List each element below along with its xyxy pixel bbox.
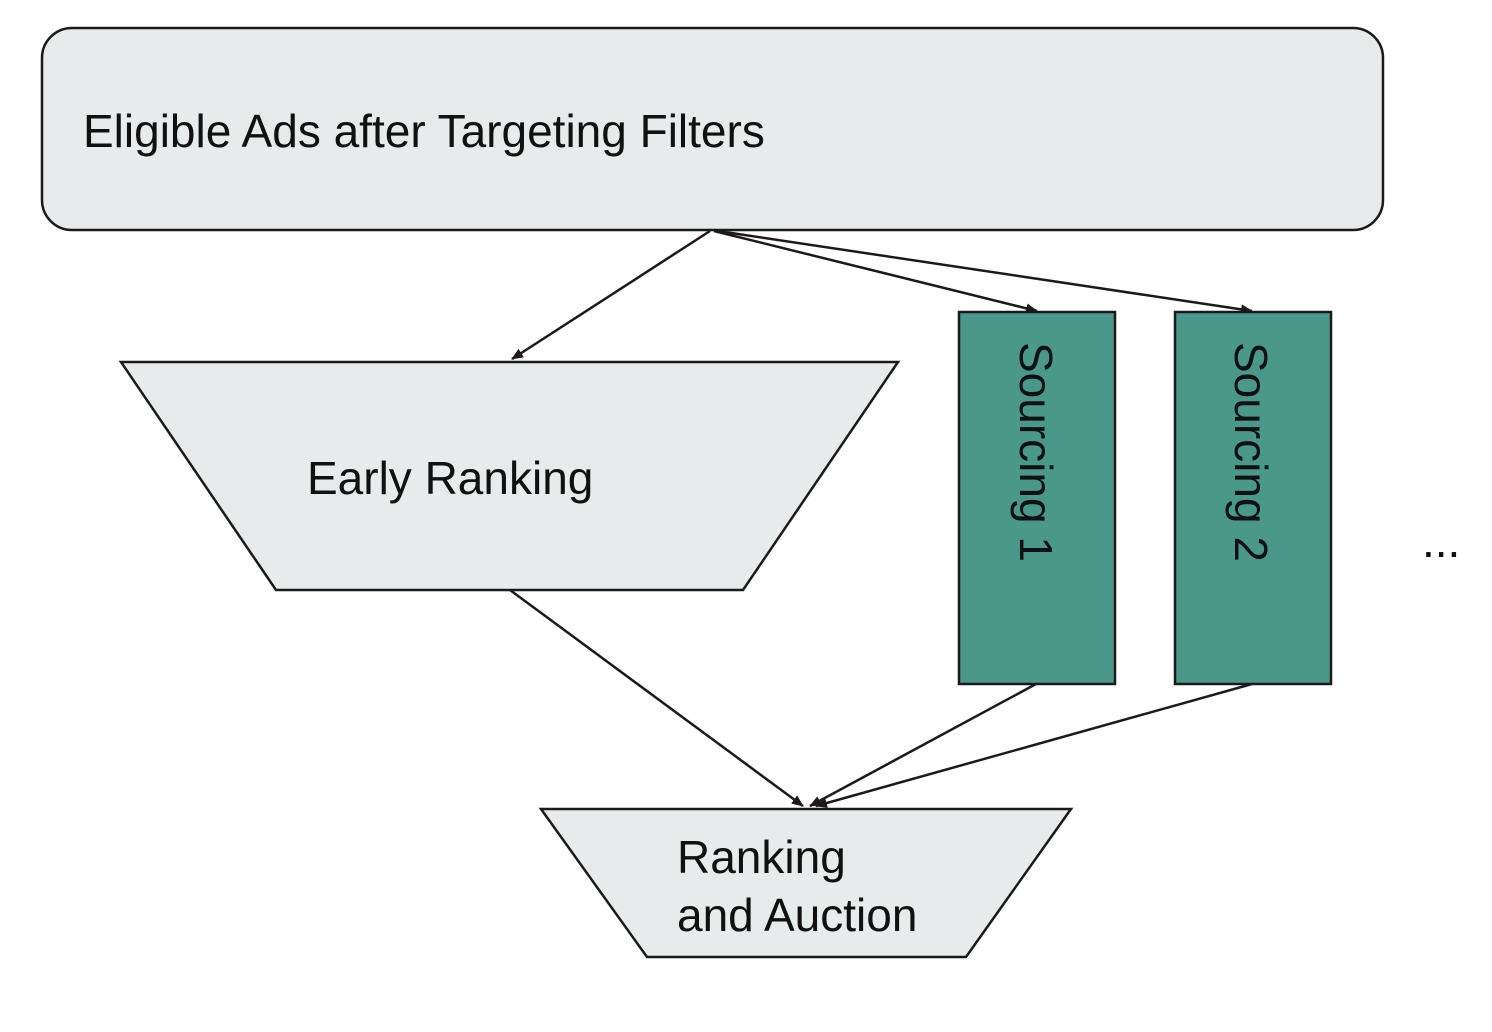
sourcing-2-label: Sourcing 2 xyxy=(1225,342,1277,562)
early-ranking-node: Early Ranking xyxy=(118,360,901,592)
sourcing-1-node: Sourcing 1 xyxy=(957,310,1117,686)
edge-eligible-to-sourcing-2 xyxy=(717,229,1253,315)
ranking-auction-label-line1: Ranking xyxy=(677,831,846,883)
edge-eligible-to-early-ranking xyxy=(511,229,711,361)
edge-sourcing-1-to-ranking-auction xyxy=(809,682,1037,808)
eligible-ads-label: Eligible Ads after Targeting Filters xyxy=(83,105,765,157)
eligible-ads-node: Eligible Ads after Targeting Filters xyxy=(40,26,1385,232)
edge-sourcing-2-to-ranking-auction xyxy=(815,682,1253,808)
sourcing-2-node: Sourcing 2 xyxy=(1173,310,1333,686)
ranking-auction-node: Ranking and Auction xyxy=(538,807,1074,959)
ranking-auction-label-line2: and Auction xyxy=(677,889,917,941)
edge-early-ranking-to-ranking-auction xyxy=(509,588,804,808)
early-ranking-label: Early Ranking xyxy=(307,452,593,504)
more-sourcing-ellipsis: ... xyxy=(1422,515,1460,567)
edge-eligible-to-sourcing-1 xyxy=(713,229,1038,314)
sourcing-1-label: Sourcing 1 xyxy=(1010,342,1062,562)
